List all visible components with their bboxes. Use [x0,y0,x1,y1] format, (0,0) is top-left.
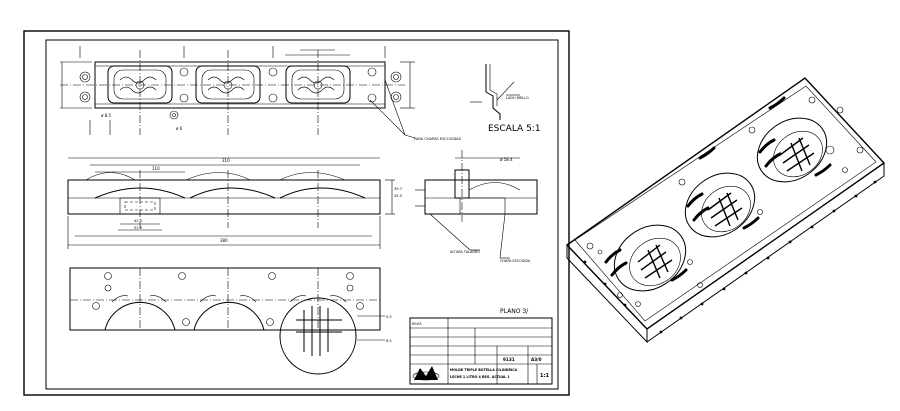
dim-pitch: 110 [152,166,160,171]
dim-d: 8.5 [386,339,392,343]
callout-altura: ALTURA TALADRO [450,250,480,254]
top-cavity-3 [285,65,351,104]
side-section-view: ø 58.4 ALTURA TALADRO CHAPA ESCOGIDA [415,150,538,263]
bottom-view: 5.5 8.5 PLANO 3/ [69,267,529,375]
iso-cavity-2 [684,172,756,238]
sheet-inner-border [45,39,559,390]
front-section-view: 310 110 380 42.5 52.6 39.7 25.5 [67,157,402,249]
callout-chapa: CHAPA ESCOGIDA [500,259,531,263]
isometric-view [565,77,886,344]
top-cavity-2 [195,65,261,104]
revision-label: REVIS. [412,322,422,326]
iso-cavity-3 [756,117,828,183]
title-line-2: LECHE 1 LITRO 4 REG. ACTUAL 1 [450,375,510,379]
plan-label: PLANO 3/ [500,308,529,315]
detail-view: LADO BRILLO ESCALA 5:1 [470,64,541,134]
detail-scale-label: ESCALA 5:1 [488,124,541,134]
company-logo [412,366,440,381]
detail-note: LADO BRILLO [506,96,529,100]
dim-b: 52.6 [134,226,143,230]
sheet-size: A3/0 [531,357,542,362]
dim-inner-width: 310 [222,158,230,163]
dim-phi-b: ø 6 [176,126,183,131]
top-view: PARA CHAPAS ESCOGIDAS ø 8.5 ø 6 [60,46,462,141]
dim-overall-width: 380 [220,238,228,243]
dim-height-a: 39.7 [394,187,402,191]
title-block: REVIS. 9131 A3/0 MOLDE TRIPLE BOTELLA CI… [409,317,553,385]
title-line-1: MOLDE TRIPLE BOTELLA CILINDRICA [450,368,518,372]
iso-cavity-1 [613,224,687,292]
drawing-number: 9131 [503,357,515,362]
dim-c: 5.5 [386,315,392,319]
top-cavity-1 [107,65,173,104]
callout-chapas: PARA CHAPAS ESCOGIDAS [414,137,462,141]
sheet-outer-border [23,30,570,396]
dim-phi-a: ø 8.5 [101,113,112,118]
drawing-sheet [23,30,570,396]
dim-section-dia: ø 58.4 [500,157,513,162]
scale-value: 1:1 [540,373,549,379]
dim-a: 42.5 [134,219,142,223]
dim-height-b: 25.5 [394,194,402,198]
